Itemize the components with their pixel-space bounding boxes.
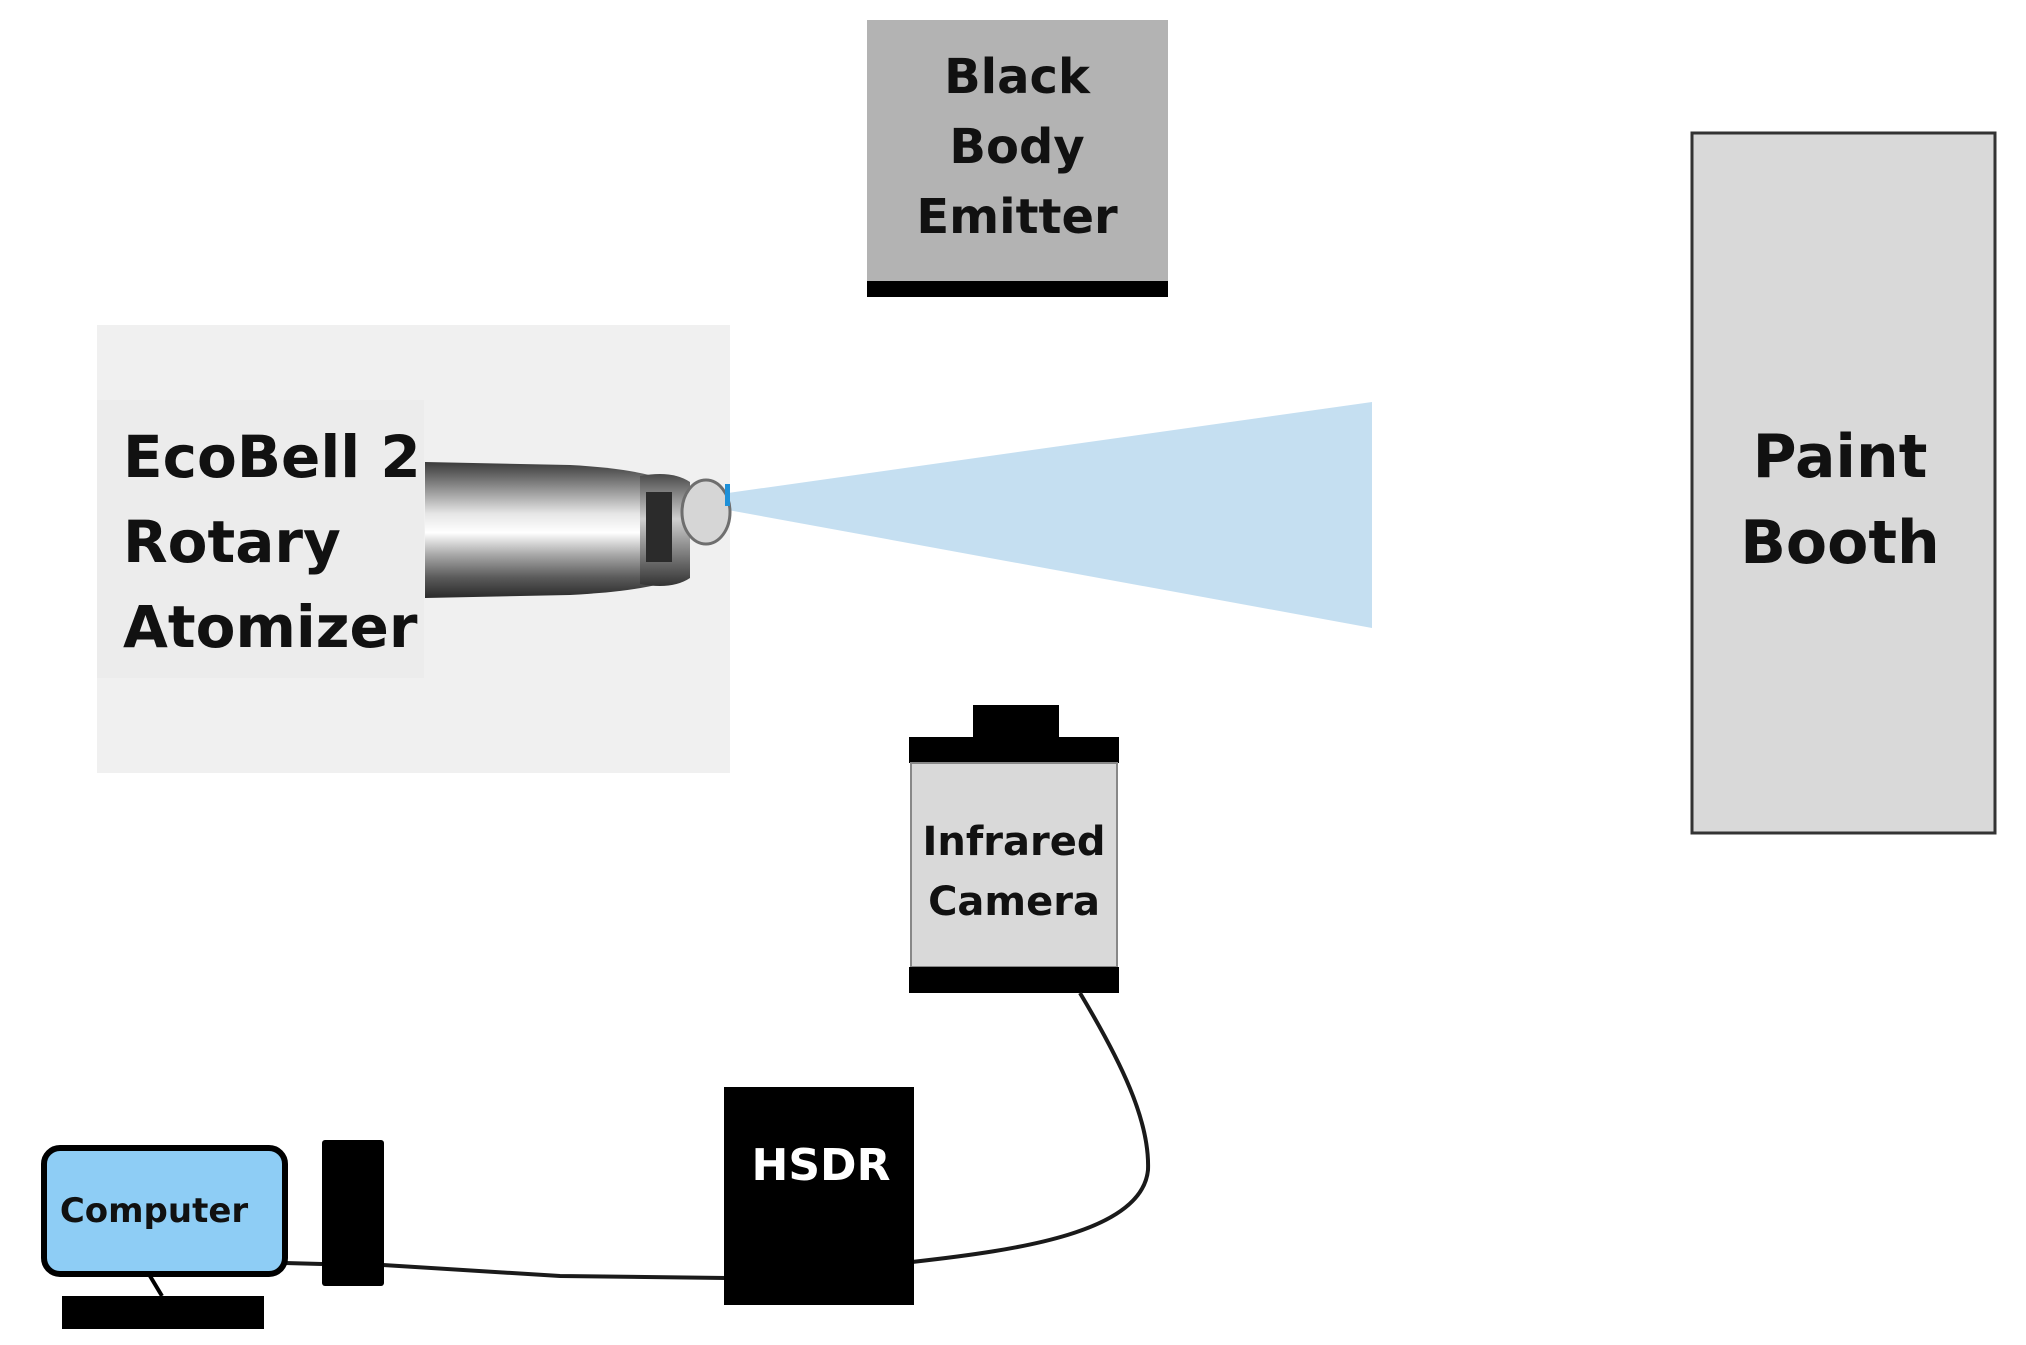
spray-cone bbox=[728, 402, 1372, 628]
computer-label: Computer bbox=[60, 1191, 249, 1231]
black-body-label-line-1: Black bbox=[944, 49, 1091, 105]
atomizer-label-line-3: Atomizer bbox=[123, 593, 418, 661]
infrared-camera-icon bbox=[910, 762, 1118, 968]
black-body-emitter-base bbox=[867, 281, 1168, 297]
paint-booth-box bbox=[1690, 131, 1997, 835]
black-body-emitter-box bbox=[867, 20, 1168, 284]
paint-booth-label-line-1: Paint bbox=[1753, 422, 1928, 492]
atomizer-label-line-1: EcoBell 2 bbox=[123, 423, 421, 491]
hsdr-recorder: HSDR bbox=[724, 1087, 914, 1305]
hsdr-label: HSDR bbox=[752, 1140, 891, 1191]
camera-to-hsdr-cable bbox=[911, 991, 1151, 1264]
keyboard bbox=[62, 1296, 264, 1329]
atomizer-label-line-2: Rotary bbox=[123, 508, 341, 576]
paint-booth-label-line-2: Booth bbox=[1740, 508, 1940, 578]
monitor-stand bbox=[148, 1274, 164, 1298]
computer-monitor bbox=[41, 1145, 288, 1277]
camera-label-line-2: Camera bbox=[928, 879, 1100, 925]
rotary-atomizer: EcoBell 2 Rotary Atomizer bbox=[97, 325, 1372, 773]
infrared-camera: Infrared Camera bbox=[909, 705, 1119, 993]
black-body-emitter: Black Body Emitter bbox=[867, 20, 1168, 297]
camera-label-line-1: Infrared bbox=[923, 819, 1106, 865]
camera-lens-mount bbox=[973, 705, 1059, 741]
paint-booth: Paint Booth bbox=[1690, 131, 1997, 835]
black-body-label-line-3: Emitter bbox=[916, 189, 1118, 245]
black-body-label-line-2: Body bbox=[949, 119, 1084, 175]
atomizer-label-bg bbox=[97, 400, 424, 678]
desktop-computer-icon: Computer bbox=[41, 1140, 384, 1329]
hsdr-to-tower-cable bbox=[382, 1263, 727, 1280]
camera-bottom-band bbox=[909, 967, 1119, 993]
hsdr-box bbox=[724, 1087, 914, 1305]
rotary-bell-atomizer-icon bbox=[425, 462, 732, 598]
tower-to-monitor-cable bbox=[284, 1261, 323, 1266]
computer-tower bbox=[322, 1140, 384, 1286]
camera-top-band bbox=[909, 737, 1119, 763]
